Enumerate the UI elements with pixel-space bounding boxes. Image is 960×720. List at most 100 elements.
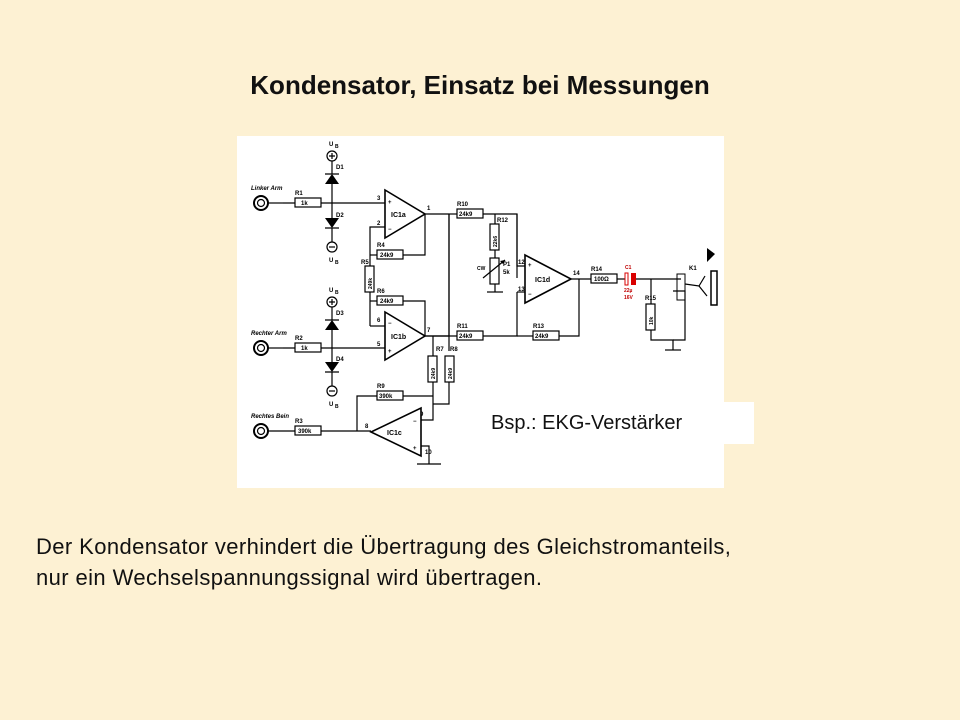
svg-text:R14: R14 bbox=[591, 267, 603, 273]
ekg-amplifier-schematic: Linker Arm R1 1k U B D1 D2 U B IC1a + − … bbox=[237, 136, 724, 488]
svg-text:R13: R13 bbox=[533, 324, 545, 330]
diode-d3 bbox=[325, 320, 339, 330]
svg-text:R9: R9 bbox=[377, 384, 385, 390]
svg-text:24k9: 24k9 bbox=[380, 253, 394, 259]
svg-text:2: 2 bbox=[377, 221, 381, 227]
svg-text:R10: R10 bbox=[457, 202, 469, 208]
diode-d4 bbox=[325, 362, 339, 372]
input-label-left-arm: Linker Arm bbox=[251, 186, 283, 192]
svg-text:D2: D2 bbox=[336, 213, 344, 219]
svg-text:24k9: 24k9 bbox=[431, 368, 437, 379]
supply-top-negative: U B bbox=[326, 241, 339, 266]
svg-text:R8: R8 bbox=[450, 347, 458, 353]
svg-text:24k9: 24k9 bbox=[448, 368, 454, 379]
svg-text:B: B bbox=[335, 404, 339, 410]
svg-text:−: − bbox=[528, 292, 532, 298]
svg-text:B: B bbox=[335, 144, 339, 150]
connector-k1: K1 bbox=[669, 248, 718, 341]
diode-d2 bbox=[325, 218, 339, 228]
svg-text:+: + bbox=[388, 349, 392, 355]
svg-text:U: U bbox=[329, 402, 333, 408]
svg-text:R4: R4 bbox=[377, 243, 385, 249]
svg-text:22k6: 22k6 bbox=[493, 236, 499, 247]
svg-text:−: − bbox=[388, 321, 392, 327]
svg-text:IC1b: IC1b bbox=[391, 334, 406, 341]
svg-text:B: B bbox=[335, 290, 339, 296]
opamp-ic1a bbox=[384, 188, 427, 240]
svg-text:R11: R11 bbox=[457, 324, 468, 330]
svg-text:24k9: 24k9 bbox=[535, 334, 549, 340]
svg-text:D3: D3 bbox=[336, 311, 344, 317]
svg-text:−: − bbox=[413, 419, 417, 425]
svg-text:5k: 5k bbox=[503, 270, 510, 276]
svg-text:249k: 249k bbox=[368, 278, 374, 289]
svg-text:IC1d: IC1d bbox=[535, 277, 550, 284]
svg-text:B: B bbox=[335, 260, 339, 266]
svg-text:R6: R6 bbox=[377, 289, 385, 295]
slide-title: Kondensator, Einsatz bei Messungen bbox=[250, 70, 710, 100]
svg-text:8: 8 bbox=[365, 424, 369, 430]
opamp-ic1d bbox=[524, 253, 573, 305]
svg-text:D4: D4 bbox=[336, 357, 344, 363]
svg-text:U: U bbox=[329, 288, 333, 294]
svg-text:24k9: 24k9 bbox=[459, 334, 473, 340]
body-text-line-2: nur ein Wechselspannungssignal wird über… bbox=[36, 565, 543, 590]
svg-text:24k9: 24k9 bbox=[380, 299, 394, 305]
svg-text:−: − bbox=[388, 227, 392, 233]
svg-text:R3: R3 bbox=[295, 419, 303, 425]
svg-text:R12: R12 bbox=[497, 218, 509, 224]
svg-text:24k9: 24k9 bbox=[459, 212, 473, 218]
svg-text:390k: 390k bbox=[298, 429, 312, 435]
svg-text:IC1a: IC1a bbox=[391, 212, 406, 219]
svg-text:CW: CW bbox=[477, 266, 486, 272]
svg-text:16V: 16V bbox=[624, 295, 634, 301]
svg-text:U: U bbox=[329, 258, 333, 264]
svg-text:P1: P1 bbox=[503, 262, 511, 268]
svg-text:+: + bbox=[528, 263, 532, 269]
svg-text:C1: C1 bbox=[625, 265, 632, 271]
svg-text:R7: R7 bbox=[436, 347, 444, 353]
svg-text:R15: R15 bbox=[645, 296, 657, 302]
diode-d1 bbox=[325, 174, 339, 184]
electrode-right-leg: Rechtes Bein bbox=[251, 414, 293, 439]
supply-mid-positive: U B bbox=[326, 288, 339, 308]
svg-text:12: 12 bbox=[518, 260, 525, 266]
opamp-ic1b bbox=[384, 310, 427, 362]
capacitor-c1: C1 22µ 16V bbox=[624, 265, 636, 301]
svg-text:R2: R2 bbox=[295, 336, 303, 342]
resistor-r1 bbox=[294, 197, 322, 208]
svg-text:K1: K1 bbox=[689, 266, 697, 272]
input-label-right-arm: Rechter Arm bbox=[251, 331, 287, 337]
input-label-right-leg: Rechtes Bein bbox=[251, 414, 289, 420]
svg-text:IC1c: IC1c bbox=[387, 430, 402, 437]
svg-text:9: 9 bbox=[420, 412, 424, 418]
svg-text:R1: R1 bbox=[295, 191, 303, 197]
svg-text:13: 13 bbox=[518, 287, 525, 293]
svg-text:D1: D1 bbox=[336, 165, 344, 171]
svg-text:1k: 1k bbox=[301, 201, 308, 207]
svg-text:U: U bbox=[329, 142, 333, 148]
svg-text:390k: 390k bbox=[379, 394, 393, 400]
svg-text:3: 3 bbox=[377, 196, 381, 202]
svg-text:10k: 10k bbox=[649, 316, 655, 325]
electrode-right-arm: Rechter Arm bbox=[251, 331, 287, 356]
resistor-r2 bbox=[294, 342, 322, 353]
svg-text:22µ: 22µ bbox=[624, 288, 633, 294]
body-text-line-1: Der Kondensator verhindert die Übertragu… bbox=[36, 534, 732, 559]
svg-text:+: + bbox=[388, 200, 392, 206]
supply-top-positive: U B bbox=[326, 142, 339, 162]
svg-text:1: 1 bbox=[427, 206, 431, 212]
svg-text:1k: 1k bbox=[301, 346, 308, 352]
svg-text:6: 6 bbox=[377, 318, 381, 324]
opamp-ic1c bbox=[369, 406, 422, 458]
body-text: Der Kondensator verhindert die Übertragu… bbox=[36, 531, 936, 593]
supply-mid-negative: U B bbox=[326, 385, 339, 410]
example-label: Bsp.: EKG-Verstärker bbox=[484, 402, 754, 444]
svg-text:14: 14 bbox=[573, 271, 580, 277]
svg-text:5: 5 bbox=[377, 342, 381, 348]
svg-text:100Ω: 100Ω bbox=[594, 277, 609, 283]
svg-text:R5: R5 bbox=[361, 260, 369, 266]
svg-text:7: 7 bbox=[427, 328, 431, 334]
electrode-left-arm: Linker Arm bbox=[251, 186, 283, 211]
svg-text:+: + bbox=[413, 446, 417, 452]
